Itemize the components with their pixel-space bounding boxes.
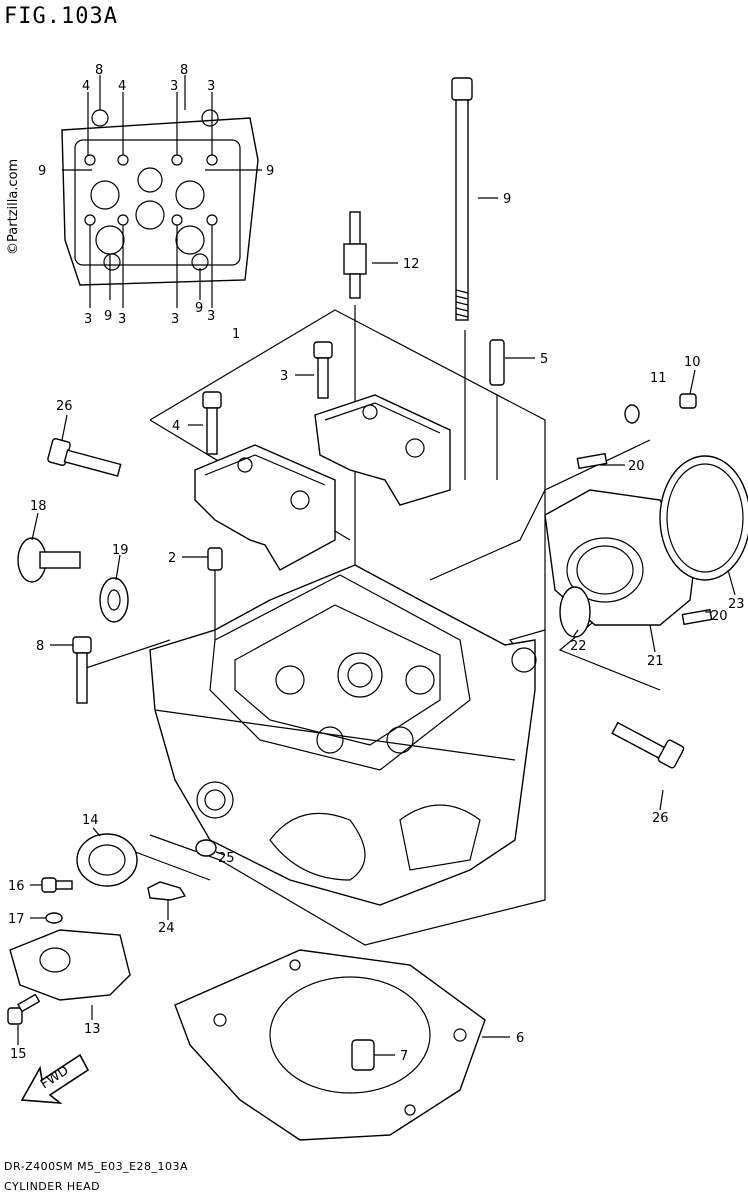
inset-label-11: 3 bbox=[118, 312, 126, 327]
callout-15: 15 bbox=[10, 1047, 27, 1062]
callout-22: 22 bbox=[570, 639, 587, 654]
bolt-15 bbox=[7, 993, 41, 1025]
gasket-19 bbox=[99, 577, 129, 623]
inset-label-4: 8 bbox=[180, 63, 188, 78]
callout-24: 24 bbox=[158, 921, 175, 936]
thermostat-cover-13 bbox=[9, 929, 131, 1001]
callout-7: 7 bbox=[400, 1049, 408, 1064]
o-ring-22 bbox=[559, 586, 591, 638]
dowel-pin-2 bbox=[207, 547, 223, 640]
inset-label-7: 9 bbox=[38, 164, 46, 179]
callout-16: 16 bbox=[8, 879, 25, 894]
callout-9: 9 bbox=[503, 192, 511, 207]
callout-20-bottom: 20 bbox=[711, 609, 728, 624]
callout-26-left: 26 bbox=[56, 399, 73, 414]
intake-clamp-23 bbox=[659, 455, 748, 581]
dowel-pin-7 bbox=[351, 1039, 375, 1071]
callout-12: 12 bbox=[403, 257, 420, 272]
inset-label-2: 4 bbox=[82, 79, 90, 94]
callout-18: 18 bbox=[30, 499, 47, 514]
callout-14: 14 bbox=[82, 813, 99, 828]
inset-label-3: 4 bbox=[118, 79, 126, 94]
temp-sensor-24 bbox=[147, 881, 187, 901]
inset-label-1: 8 bbox=[95, 63, 103, 78]
plug-18 bbox=[17, 537, 81, 583]
fwd-arrow-icon: FWD bbox=[20, 1053, 90, 1105]
callout-11: 11 bbox=[650, 371, 667, 386]
camshaft-holder-right bbox=[314, 394, 451, 506]
assembly-label: 1 bbox=[232, 327, 240, 342]
section-name: CYLINDER HEAD bbox=[4, 1180, 101, 1193]
inset-label-9: 3 bbox=[84, 312, 92, 327]
bolt-8 bbox=[72, 636, 92, 704]
callout-13: 13 bbox=[84, 1022, 101, 1037]
cylinder-head-bolt-long bbox=[451, 77, 473, 321]
inset-label-13: 9 bbox=[195, 301, 203, 316]
callout-2: 2 bbox=[168, 551, 176, 566]
inset-label-6: 3 bbox=[207, 79, 215, 94]
washer-17 bbox=[45, 912, 63, 924]
leader-lines bbox=[17, 197, 736, 1056]
callout-6: 6 bbox=[516, 1031, 524, 1046]
inset-label-10: 9 bbox=[104, 309, 112, 324]
fitting-25 bbox=[195, 839, 217, 857]
model-code: DR-Z400SM M5_E03_E28_103A bbox=[4, 1160, 189, 1173]
callout-4: 4 bbox=[172, 419, 180, 434]
callout-8: 8 bbox=[36, 639, 44, 654]
camshaft-holder-left bbox=[194, 444, 336, 571]
bolt-26-left bbox=[47, 438, 122, 477]
callout-26-right: 26 bbox=[652, 811, 669, 826]
bolt-26-right bbox=[611, 721, 685, 769]
callout-19: 19 bbox=[112, 543, 129, 558]
head-gasket bbox=[174, 949, 486, 1141]
spark-plug bbox=[343, 211, 367, 299]
intake-screws-20 bbox=[576, 452, 713, 626]
thermostat-case-14 bbox=[76, 833, 138, 887]
callout-25: 25 bbox=[218, 851, 235, 866]
inset-label-5: 3 bbox=[170, 79, 178, 94]
inset-label-12: 3 bbox=[171, 312, 179, 327]
stud-bolt bbox=[489, 339, 505, 386]
callout-10: 10 bbox=[684, 355, 701, 370]
head-top-view: 8 4 4 8 3 3 9 9 3 9 3 3 9 3 1 bbox=[38, 63, 274, 342]
callout-17: 17 bbox=[8, 912, 25, 927]
cylinder-head bbox=[149, 564, 537, 906]
callout-3: 3 bbox=[280, 369, 288, 384]
callout-5: 5 bbox=[540, 352, 548, 367]
bolt-4 bbox=[202, 391, 222, 455]
bolt-3 bbox=[313, 341, 333, 399]
inset-label-14: 3 bbox=[207, 309, 215, 324]
callout-21: 21 bbox=[647, 654, 664, 669]
figure-title: FIG.103A bbox=[4, 4, 118, 29]
inset-label-8: 9 bbox=[266, 164, 274, 179]
callout-20-top: 20 bbox=[628, 459, 645, 474]
callout-23: 23 bbox=[728, 597, 745, 612]
screw-10-washer-11 bbox=[624, 393, 697, 424]
bolt-16 bbox=[41, 877, 73, 893]
